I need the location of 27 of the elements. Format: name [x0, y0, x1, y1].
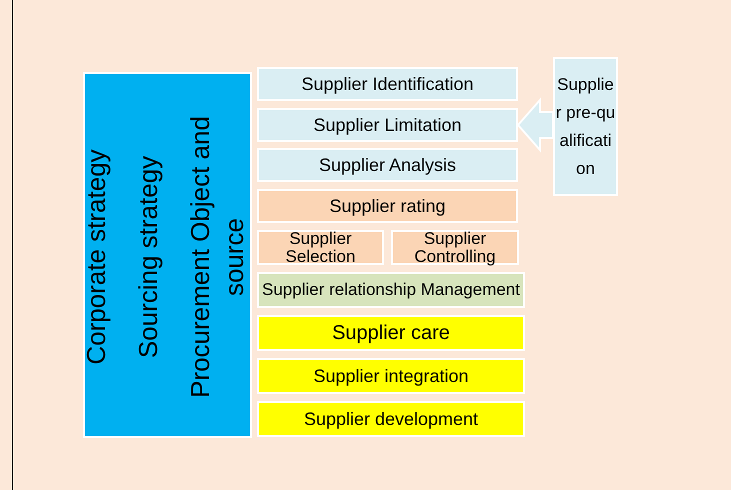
vertical-label: Sourcing strategy — [132, 154, 164, 360]
vertical-label: Procurement Object and source — [184, 115, 250, 400]
box-label: Supplier Limitation — [313, 114, 462, 137]
process-box — [391, 230, 519, 265]
vertical-label: Corporate strategy — [80, 148, 112, 367]
process-box — [257, 272, 525, 308]
block-arrow — [516, 97, 554, 153]
box-label: Supplier development — [304, 408, 478, 431]
box-label: Supplier relationship Management — [262, 281, 520, 299]
process-box — [257, 401, 525, 437]
process-box — [257, 108, 518, 142]
process-box — [257, 315, 525, 351]
box-label: Supplier Analysis — [318, 154, 456, 177]
box-label: Supplier rating — [329, 194, 446, 218]
strategy-bar — [83, 72, 252, 438]
process-box — [257, 230, 384, 265]
box-label: Supplier Selection — [284, 230, 356, 266]
process-box — [257, 358, 525, 394]
process-box — [257, 189, 518, 223]
box-label: Supplier Controlling — [413, 230, 497, 266]
process-box — [553, 57, 618, 196]
box-label: Supplier care — [332, 321, 450, 346]
process-box — [257, 67, 518, 101]
box-label: Supplier pre-qualification — [555, 74, 616, 180]
process-box — [257, 148, 518, 182]
box-label: Supplier integration — [313, 364, 469, 388]
box-label: Supplier Identification — [301, 72, 474, 96]
